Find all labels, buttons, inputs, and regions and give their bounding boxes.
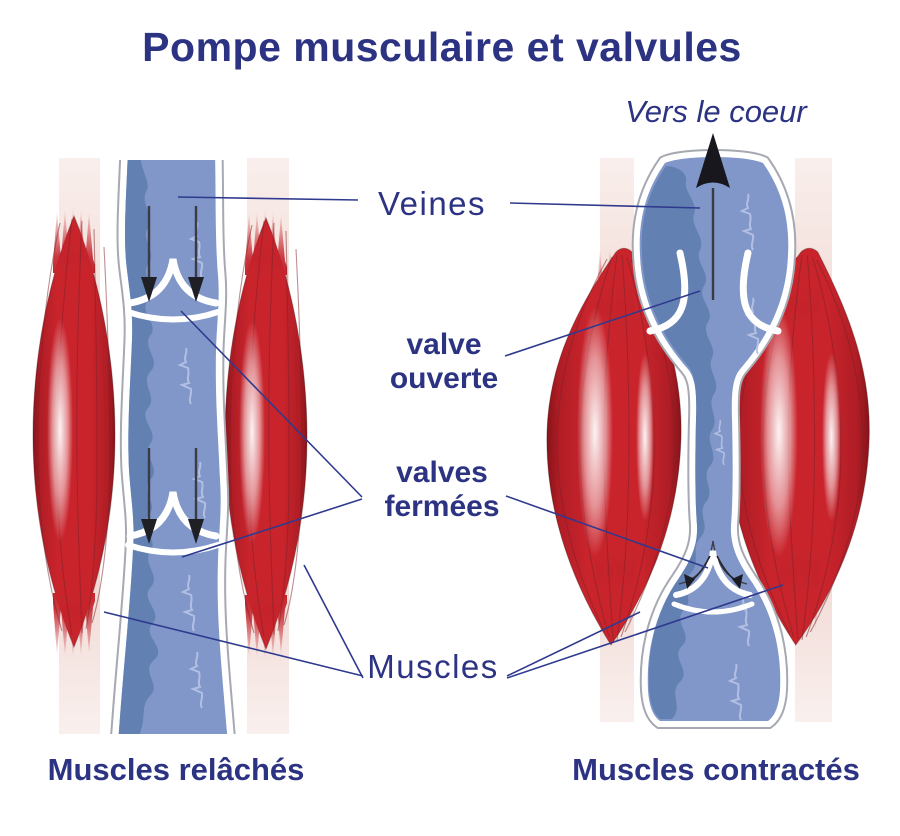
vein-relaxed: [118, 160, 228, 734]
label-muscles: Muscles: [367, 648, 499, 685]
page-title: Pompe musculaire et valvules: [142, 24, 742, 70]
open-valve-leader: [504, 290, 701, 357]
muscles-leader: [103, 611, 364, 677]
caption-contracted-muscles: Muscles contractés: [572, 752, 860, 787]
backflow-arrow-icon: [684, 555, 711, 589]
relaxed-muscle-diagram: [32, 158, 308, 734]
muscles-leader: [303, 564, 364, 679]
up-arrow-icon: [696, 133, 730, 300]
label-closed-valves: valves fermées: [384, 456, 500, 524]
veins-leader-right: [509, 202, 701, 209]
closed-valve: [671, 540, 755, 615]
closed-valves-leader: [505, 495, 709, 569]
muscles-leader: [506, 611, 641, 677]
veins-leader-left: [177, 196, 359, 201]
backflow-arrow-icon: [716, 555, 743, 589]
caption-relaxed-muscles: Muscles relâchés: [47, 752, 305, 787]
closed-valves-leader: [181, 498, 363, 558]
muscles-leader: [506, 584, 784, 679]
open-valve: [646, 249, 782, 335]
relaxed-muscle: [32, 206, 116, 660]
label-open-valve: valve ouverte: [389, 328, 499, 396]
label-veins: Veines: [377, 185, 487, 222]
leader-lines: [103, 196, 784, 679]
closed-valves-leader: [180, 310, 363, 498]
vein-wall-shading: [118, 160, 159, 734]
relaxed-muscle: [224, 208, 308, 662]
flow-direction-label: Vers le coeur: [625, 94, 807, 129]
